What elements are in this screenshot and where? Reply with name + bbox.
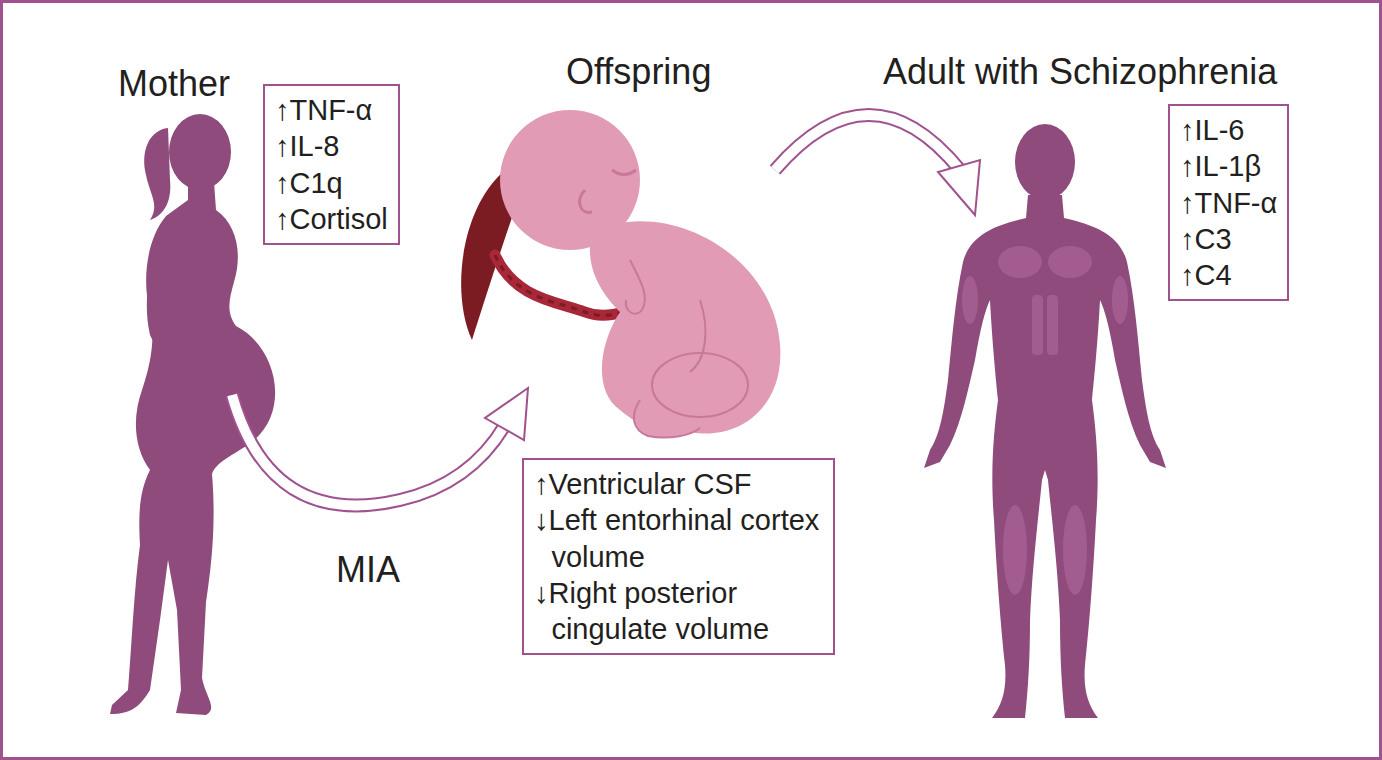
panel-heading: Offspring	[566, 50, 711, 93]
panel-heading: Adult with Schizophrenia	[883, 50, 1277, 93]
marker-line: ↑Cortisol	[275, 201, 388, 237]
flow-arrow	[232, 388, 528, 505]
muscle-detail	[962, 246, 1128, 595]
marker-line: ↑IL-1β	[1180, 148, 1277, 184]
marker-line: ↓Right posterior cingulate volume	[534, 575, 823, 648]
marker-line: ↑TNF-α	[1180, 185, 1277, 221]
marker-line: ↑TNF-α	[275, 92, 388, 128]
fetus	[500, 110, 780, 438]
marker-line: ↑C3	[1180, 221, 1277, 257]
marker-line: ↑C4	[1180, 257, 1277, 293]
marker-line: ↑Ventricular CSF	[534, 466, 823, 502]
mother-silhouette	[110, 114, 275, 715]
marker-line: ↓Left entorhinal cortex volume	[534, 502, 823, 575]
adult-silhouette	[924, 124, 1166, 718]
flow-arrow	[775, 115, 980, 215]
marker-box: ↑TNF-α↑IL-8↑C1q↑Cortisol	[263, 84, 400, 245]
marker-line: ↑IL-6	[1180, 112, 1277, 148]
panel-heading: Mother	[118, 62, 230, 105]
marker-line: ↑IL-8	[275, 128, 388, 164]
marker-box: ↑Ventricular CSF↓Left entorhinal cortex …	[522, 458, 835, 655]
marker-line: ↑C1q	[275, 165, 388, 201]
marker-box: ↑IL-6↑IL-1β↑TNF-α↑C3↑C4	[1168, 104, 1289, 301]
arrow-label: MIA	[336, 548, 400, 591]
